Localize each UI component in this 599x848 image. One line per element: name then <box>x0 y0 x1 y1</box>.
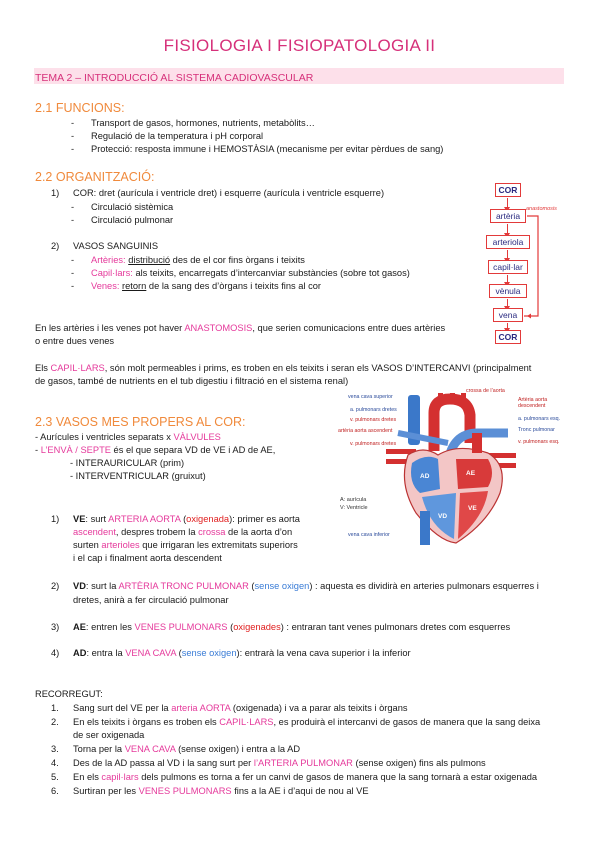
heart-illustration <box>386 393 516 545</box>
interventricular-line: - INTERVENTRICULAR (gruixut) <box>70 471 206 481</box>
ve-item-2: ascendent, despres trobem la crossa de l… <box>73 527 293 537</box>
heading-vasos-cor: 2.3 VASOS MES PROPERS AL COR: <box>35 415 246 429</box>
flow-box-arteriola: arteriola <box>486 235 530 249</box>
legend-auricula: A: aurícula <box>340 497 367 503</box>
vd-item: 2)VD: surt la ARTÈRIA TRONC PULMONAR (se… <box>51 581 539 591</box>
ad-item: 4)AD: entra la VENA CAVA (sense oxigen):… <box>51 648 411 658</box>
heart-diagram: AD AE VD VE vena cava superior a. pulmon… <box>338 388 570 545</box>
label-v-pulmonars-esq: v. pulmonars esq. <box>518 439 560 445</box>
capillars-paragraph: Els CAPIL·LARS, són molt permeables i pr… <box>35 363 532 373</box>
flow-box-cor-end: COR <box>495 330 521 344</box>
cor-sub-item: -Circulació sistèmica <box>71 202 174 212</box>
auricules-line: - Aurícules i ventricles separats x VÀLV… <box>35 432 221 442</box>
capillars-paragraph-2: de gasos, també de nutrients en el tub d… <box>35 376 349 386</box>
heading-funcions: 2.1 FUNCIONS: <box>35 101 125 115</box>
flow-box-arteria: artèria <box>490 209 526 223</box>
ve-item-4: i el cap i finalment aorta descendent <box>73 553 222 563</box>
vasos-capil: -Capil·lars: als teixits, encarregats d’… <box>71 268 410 278</box>
vasos-venes: -Venes: retorn de la sang des d’òrgans i… <box>71 281 321 291</box>
label-v-pulmonars-dretes-2: v. pulmonars dretes <box>350 441 397 447</box>
legend-ventricle: V: Ventricle <box>340 505 368 511</box>
recorregut-item: 2.En els teixits i òrgans es troben els … <box>51 717 541 727</box>
septe-line: - L’ENVÀ / SEPTE és el que separa VD de … <box>35 445 276 455</box>
anastomosis-paragraph: En les artèries i les venes pot haver AN… <box>35 323 446 333</box>
flow-box-capillar: capil·lar <box>488 260 528 274</box>
flow-box-vena: vena <box>493 308 523 322</box>
tema-banner: TEMA 2 – INTRODUCCIÓ AL SISTEMA CADIOVAS… <box>34 68 564 84</box>
label-aorta-ascendent: artèria aorta ascendent <box>338 428 393 434</box>
tema-title: TEMA 2 – INTRODUCCIÓ AL SISTEMA CADIOVAS… <box>35 72 314 84</box>
recorregut-item: 1.Sang surt del VE per la arteria AORTA … <box>51 703 408 713</box>
page-title: FISIOLOGIA I FISIOPATOLOGIA II <box>163 36 436 55</box>
chamber-ae: AE <box>466 470 476 477</box>
flow-box-cor: COR <box>495 183 521 197</box>
heading-organitzacio: 2.2 ORGANITZACIÓ: <box>35 170 155 184</box>
flow-box-venula: vènula <box>489 284 527 298</box>
label-v-pulmonars-dretes: v. pulmonars dretes <box>350 417 397 423</box>
label-a-pulmonars-esq: a. pulmonars esq. <box>518 416 561 422</box>
vasos-arteries: -Artèries: distribució des de el cor fin… <box>71 255 305 265</box>
funcions-item: -Transport de gasos, hormones, nutrients… <box>71 118 315 128</box>
ve-item-3: surten arterioles que irrigaran les extr… <box>73 540 298 550</box>
recorregut-item: 6.Surtiran per les VENES PULMONARS fins … <box>51 786 369 796</box>
anastomosis-label: anastomosis <box>526 206 557 212</box>
chamber-vd: VD <box>438 513 448 520</box>
recorregut-heading: RECORREGUT: <box>35 689 103 699</box>
recorregut-item-2b: de ser oxigenada <box>73 730 145 740</box>
label-vena-cava-inferior: vena cava inferior <box>348 532 390 538</box>
label-crossa-aorta: crossa de l’aorta <box>466 388 505 394</box>
vasos-item: 2)VASOS SANGUINIS <box>51 241 159 251</box>
anastomosis-paragraph-2: o entre dues venes <box>35 336 115 346</box>
interauricular-line: - INTERAURICULAR (prim) <box>70 458 185 468</box>
funcions-item: -Protecció: resposta immune i HEMOSTÀSIA… <box>71 144 444 154</box>
label-vena-cava-superior: vena cava superior <box>348 394 393 400</box>
cor-sub-item: -Circulació pulmonar <box>71 215 174 225</box>
recorregut-item: 4.Des de la AD passa al VD i la sang sur… <box>51 758 486 768</box>
circulation-flow-diagram: COR artèria arteriola capil·lar vènula v… <box>484 183 564 344</box>
ae-item: 3)AE: entren les VENES PULMONARS (oxigen… <box>51 622 511 632</box>
cor-item: 1)COR: dret (aurícula i ventricle dret) … <box>51 188 385 198</box>
label-aorta-descendent: Artèria aorta descendent <box>518 397 548 409</box>
label-a-pulmonars-dretes: a. pulmonars dretes <box>350 407 397 413</box>
chamber-ve: VE <box>468 505 477 512</box>
ve-item: 1)VE: surt ARTERIA AORTA (oxigenada): pr… <box>51 514 300 524</box>
recorregut-item: 3.Torna per la VENA CAVA (sense oxigen) … <box>51 744 301 754</box>
anastomosis-bypass <box>524 215 539 319</box>
chamber-ad: AD <box>420 473 430 480</box>
funcions-item: -Regulació de la temperatura i pH corpor… <box>71 131 264 141</box>
label-tronc-pulmonar: Tronc pulmonar <box>518 427 555 433</box>
vd-item-2: dretes, anirà a fer circulació pulmonar <box>73 595 229 605</box>
recorregut-item: 5.En els capil·lars dels pulmons es torn… <box>51 772 538 782</box>
